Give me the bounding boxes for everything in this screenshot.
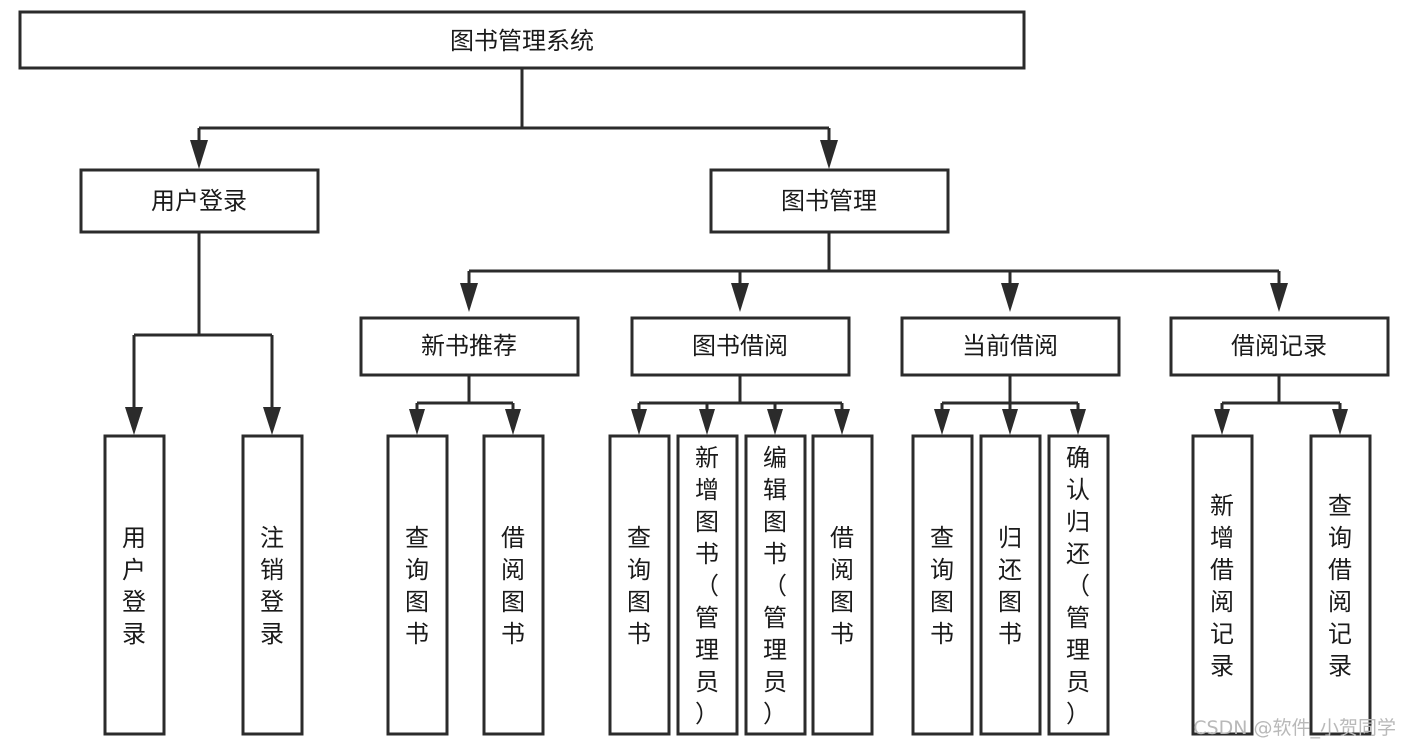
- arrow-head-borrow-record: [1270, 283, 1288, 312]
- node-borrow-record-label: 借阅记录: [1231, 332, 1327, 360]
- leaf-confirm-return-box[interactable]: [1047, 434, 1110, 736]
- leaf-add-book[interactable]: 新增图书（管理员）: [676, 434, 739, 736]
- node-book-borrow-box[interactable]: [630, 316, 851, 377]
- leaf-add-book-label: 新增图书（管理员）: [695, 444, 719, 728]
- leaf-query-book-3-box[interactable]: [911, 434, 974, 736]
- arrow-head-leaf-query-record: [1332, 409, 1348, 435]
- leaf-borrow-book-1-label: 借阅图书: [501, 524, 525, 648]
- arrow-head-book-management: [820, 140, 838, 169]
- leaf-user-login-box[interactable]: [103, 434, 166, 736]
- leaf-query-record[interactable]: 查询借阅记录: [1309, 434, 1372, 736]
- arrow-head-leaf-add-record: [1214, 409, 1230, 435]
- node-book-management-box[interactable]: [709, 168, 950, 234]
- leaf-borrow-book-1-box[interactable]: [482, 434, 545, 736]
- arrow-head-user-login: [190, 140, 208, 169]
- leaf-query-book-2-label: 查询图书: [627, 524, 651, 648]
- leaf-user-login[interactable]: 用户登录: [103, 434, 166, 736]
- leaf-add-book-box[interactable]: [676, 434, 739, 736]
- leaf-add-record-label: 新增借阅记录: [1210, 492, 1234, 680]
- node-user-login-label: 用户登录: [151, 187, 247, 215]
- leaf-query-book-3[interactable]: 查询图书: [911, 434, 974, 736]
- leaf-confirm-return-label: 确认归还（管理员）: [1066, 444, 1090, 728]
- node-user-login-box[interactable]: [79, 168, 320, 234]
- arrow-head-current-borrow: [1001, 283, 1019, 312]
- node-user-login[interactable]: 用户登录: [79, 168, 320, 234]
- leaf-user-logout[interactable]: 注销登录: [241, 434, 304, 736]
- node-root-label: 图书管理系统: [450, 27, 594, 55]
- arrow-head-leaf-return-book: [1002, 409, 1018, 435]
- arrow-head-leaf-query-book-3: [934, 409, 950, 435]
- node-borrow-record[interactable]: 借阅记录: [1169, 316, 1390, 377]
- leaf-edit-book[interactable]: 编辑图书（管理员）: [744, 434, 807, 736]
- node-borrow-record-box[interactable]: [1169, 316, 1390, 377]
- arrow-head-leaf-query-book-2: [631, 409, 647, 435]
- leaf-edit-book-box[interactable]: [744, 434, 807, 736]
- leaf-return-book-box[interactable]: [979, 434, 1042, 736]
- node-current-borrow[interactable]: 当前借阅: [900, 316, 1121, 377]
- arrow-head-leaf-edit-book: [767, 409, 783, 435]
- node-book-borrow-label: 图书借阅: [692, 332, 788, 360]
- node-current-borrow-box[interactable]: [900, 316, 1121, 377]
- arrow-head-leaf-confirm-return: [1070, 409, 1086, 435]
- leaf-user-logout-label: 注销登录: [260, 524, 284, 648]
- leaf-query-record-box[interactable]: [1309, 434, 1372, 736]
- leaf-add-record[interactable]: 新增借阅记录: [1191, 434, 1254, 736]
- leaf-add-record-box[interactable]: [1191, 434, 1254, 736]
- node-new-book-recommend-box[interactable]: [359, 316, 580, 377]
- leaf-user-login-label: 用户登录: [122, 524, 146, 648]
- leaf-query-book-3-label: 查询图书: [930, 524, 954, 648]
- node-book-management[interactable]: 图书管理: [709, 168, 950, 234]
- node-book-borrow[interactable]: 图书借阅: [630, 316, 851, 377]
- node-new-book-recommend[interactable]: 新书推荐: [359, 316, 580, 377]
- arrow-head-leaf-query-book-1: [409, 409, 425, 435]
- leaf-user-logout-box[interactable]: [241, 434, 304, 736]
- arrow-head-new-book-recommend: [460, 283, 478, 312]
- arrow-head-leaf-borrow-book-2: [834, 409, 850, 435]
- leaf-query-record-label: 查询借阅记录: [1328, 492, 1352, 680]
- leaf-query-book-1[interactable]: 查询图书: [386, 434, 449, 736]
- leaf-query-book-1-box[interactable]: [386, 434, 449, 736]
- leaf-query-book-1-label: 查询图书: [405, 524, 429, 648]
- arrow-head-leaf-borrow-book-1: [505, 409, 521, 435]
- csdn-watermark: CSDN @软件_小贺同学: [1193, 717, 1396, 739]
- connector-layer: [125, 68, 1348, 435]
- leaf-borrow-book-2-label: 借阅图书: [830, 524, 854, 648]
- leaf-edit-book-label: 编辑图书（管理员）: [763, 444, 787, 728]
- arrow-head-leaf-user-logout: [263, 407, 281, 435]
- node-current-borrow-label: 当前借阅: [962, 332, 1058, 360]
- leaf-borrow-book-2[interactable]: 借阅图书: [811, 434, 874, 736]
- leaf-query-book-2-box[interactable]: [608, 434, 671, 736]
- leaf-borrow-book-1[interactable]: 借阅图书: [482, 434, 545, 736]
- node-root[interactable]: 图书管理系统: [18, 10, 1026, 70]
- leaf-borrow-book-2-box[interactable]: [811, 434, 874, 736]
- node-new-book-recommend-label: 新书推荐: [421, 332, 517, 360]
- node-root-box[interactable]: [18, 10, 1026, 70]
- arrow-head-leaf-user-login: [125, 407, 143, 435]
- leaf-return-book[interactable]: 归还图书: [979, 434, 1042, 736]
- arrow-head-leaf-add-book: [699, 409, 715, 435]
- leaf-query-book-2[interactable]: 查询图书: [608, 434, 671, 736]
- node-book-management-label: 图书管理: [781, 187, 877, 215]
- leaf-confirm-return[interactable]: 确认归还（管理员）: [1047, 434, 1110, 736]
- leaf-return-book-label: 归还图书: [998, 524, 1022, 648]
- arrow-head-book-borrow: [731, 283, 749, 312]
